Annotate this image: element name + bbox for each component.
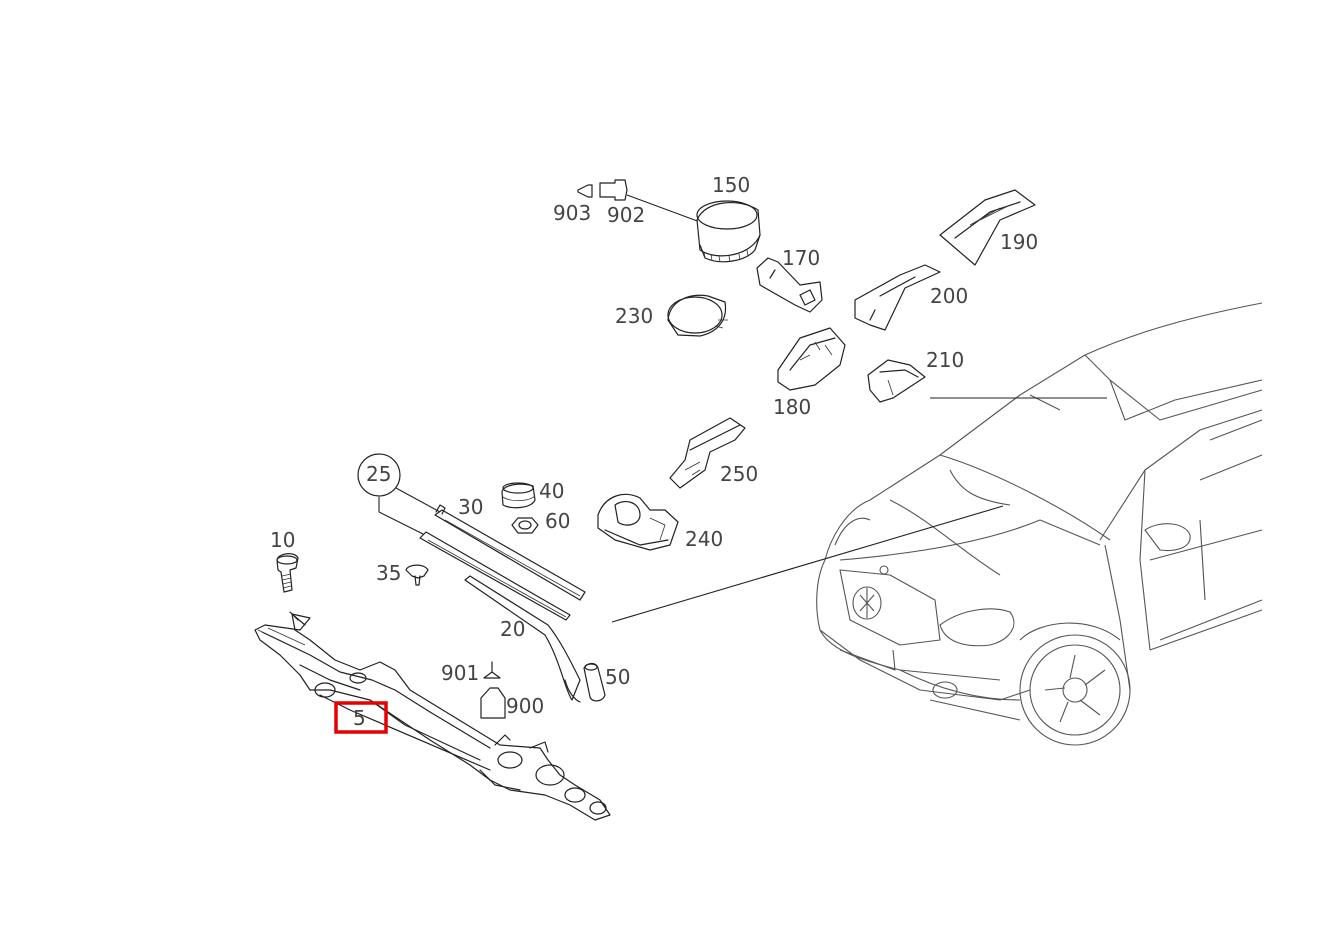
part-903-label: 903 bbox=[553, 201, 591, 225]
part-20-label: 20 bbox=[500, 617, 525, 641]
car-illustration bbox=[611, 302, 1263, 746]
part-40[interactable]: 40 bbox=[501, 479, 564, 509]
part-50-label: 50 bbox=[605, 665, 630, 689]
part-200-label: 200 bbox=[930, 284, 968, 308]
part-150-label: 150 bbox=[712, 173, 750, 197]
part-60[interactable]: 60 bbox=[511, 509, 570, 534]
part-901[interactable]: 901 bbox=[441, 661, 501, 685]
part-250-label: 250 bbox=[720, 462, 758, 486]
part-230[interactable]: 230 bbox=[615, 294, 728, 337]
part-210[interactable]: 210 bbox=[867, 348, 964, 403]
part-20[interactable]: 20 bbox=[419, 531, 581, 703]
part-190-label: 190 bbox=[1000, 230, 1038, 254]
part-40-label: 40 bbox=[539, 479, 564, 503]
part-900-label: 900 bbox=[506, 694, 544, 718]
part-240-label: 240 bbox=[685, 527, 723, 551]
part-902[interactable]: 902 bbox=[599, 179, 645, 227]
highlight-box bbox=[334, 701, 388, 734]
part-170-label: 170 bbox=[782, 246, 820, 270]
part-5[interactable] bbox=[254, 611, 611, 821]
part-190[interactable]: 190 bbox=[939, 189, 1038, 266]
part-35[interactable]: 35 bbox=[376, 561, 429, 586]
part-210-label: 210 bbox=[926, 348, 964, 372]
part-180-label: 180 bbox=[773, 395, 811, 419]
part-10[interactable]: 10 bbox=[270, 528, 299, 593]
part-200[interactable]: 200 bbox=[854, 264, 968, 331]
part-50[interactable]: 50 bbox=[583, 662, 630, 702]
part-901-label: 901 bbox=[441, 661, 479, 685]
part-170[interactable]: 170 bbox=[756, 246, 823, 313]
part-150[interactable]: 150 bbox=[696, 173, 761, 263]
part-230-label: 230 bbox=[615, 304, 653, 328]
part-900[interactable]: 900 bbox=[480, 687, 544, 719]
part-5-label: 5 bbox=[353, 706, 366, 730]
part-30-label: 30 bbox=[458, 495, 483, 519]
part-25[interactable]: 25 bbox=[357, 453, 401, 497]
part-35-label: 35 bbox=[376, 561, 401, 585]
part-25-label: 25 bbox=[366, 462, 391, 486]
part-250[interactable]: 250 bbox=[669, 417, 758, 489]
part-240[interactable]: 240 bbox=[597, 493, 723, 551]
part-60-label: 60 bbox=[545, 509, 570, 533]
part-10-label: 10 bbox=[270, 528, 295, 552]
part-902-label: 902 bbox=[607, 203, 645, 227]
part-180[interactable]: 180 bbox=[773, 327, 846, 419]
part-903[interactable]: 903 bbox=[553, 184, 593, 225]
part-30[interactable]: 30 bbox=[434, 495, 586, 601]
part-5-callout[interactable]: 5 bbox=[334, 701, 388, 734]
